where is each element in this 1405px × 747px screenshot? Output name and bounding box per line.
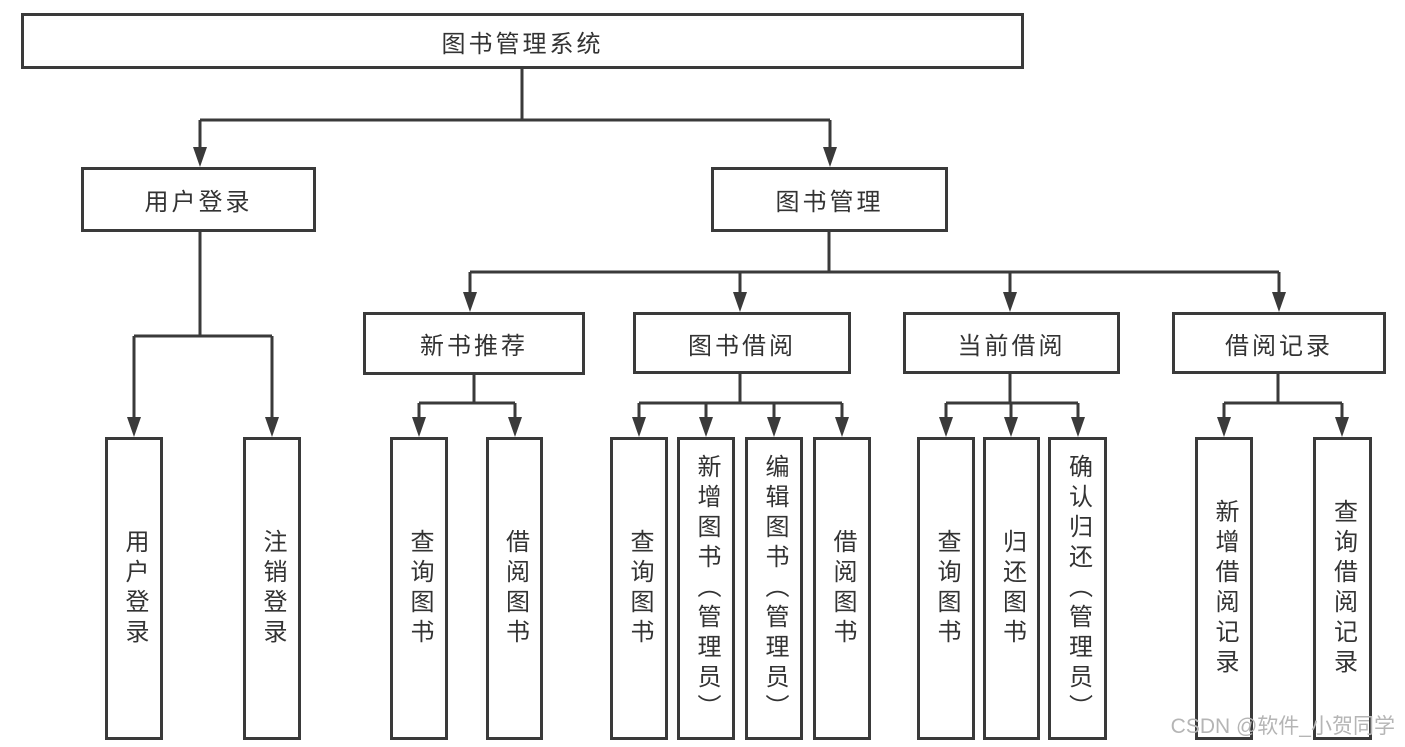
node-current-borrow: 当前借阅 [903, 312, 1120, 374]
node-current-borrow-label: 当前借阅 [957, 332, 1066, 360]
node-book-borrow: 图书借阅 [633, 312, 851, 374]
leaf-confirm-return-admin: 确认归还（管理员） [1048, 437, 1107, 740]
leaf-query-borrow-record: 查询借阅记录 [1313, 437, 1372, 740]
leaf-edit-book-admin: 编辑图书（管理员） [745, 437, 803, 740]
leaf-recommend-query-books: 查询图书 [390, 437, 448, 740]
leaf-return-book: 归还图书 [983, 437, 1040, 740]
node-book-management: 图书管理 [711, 167, 948, 232]
leaf-user-login: 用户登录 [105, 437, 163, 740]
node-borrow-records: 借阅记录 [1172, 312, 1386, 374]
leaf-logout: 注销登录 [243, 437, 301, 740]
leaf-current-query-books: 查询图书 [917, 437, 975, 740]
node-root-label: 图书管理系统 [441, 30, 604, 58]
node-borrow-records-label: 借阅记录 [1225, 332, 1333, 360]
node-book-management-label: 图书管理 [775, 189, 884, 216]
csdn-watermark: CSDN @软件_小贺同学 [1170, 715, 1395, 738]
node-user-login-label: 用户登录 [144, 189, 253, 216]
node-root: 图书管理系统 [21, 13, 1024, 69]
leaf-add-borrow-record: 新增借阅记录 [1195, 437, 1253, 740]
node-new-book-recommend-label: 新书推荐 [420, 333, 528, 360]
node-book-borrow-label: 图书借阅 [688, 332, 796, 360]
arrowheads [127, 147, 1349, 437]
leaf-add-book-admin: 新增图书（管理员） [677, 437, 735, 740]
node-user-login: 用户登录 [81, 167, 316, 232]
leaf-recommend-borrow-books: 借阅图书 [486, 437, 543, 740]
leaf-borrow-query-books: 查询图书 [610, 437, 668, 740]
leaf-borrow-borrow-books: 借阅图书 [813, 437, 871, 740]
node-new-book-recommend: 新书推荐 [363, 312, 585, 375]
